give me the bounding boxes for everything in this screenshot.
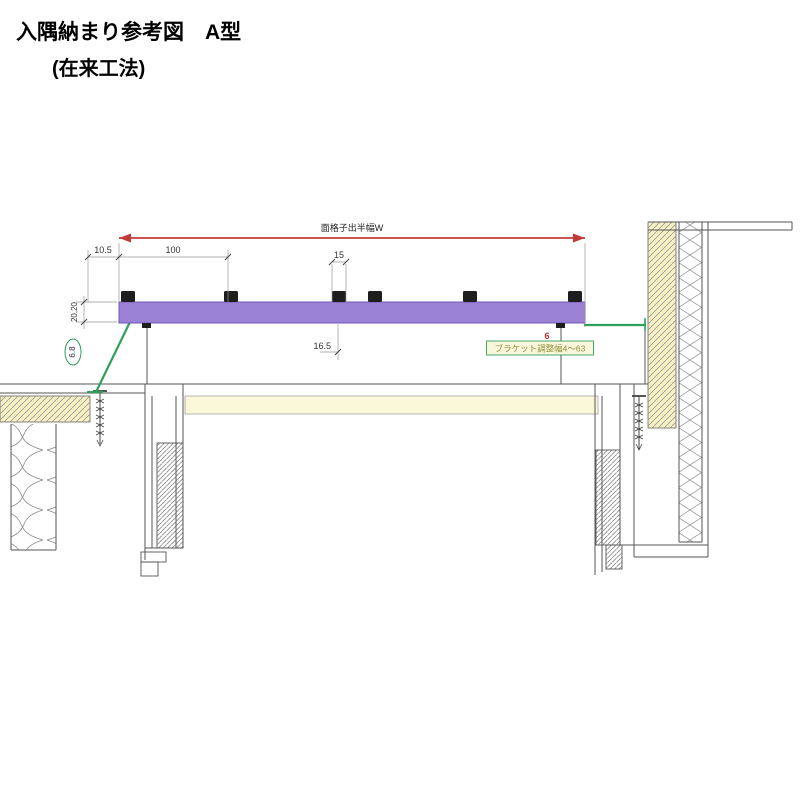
dim-16-5: 16.5 (313, 341, 331, 351)
dim-10-5: 10.5 (94, 245, 112, 255)
width-arrowhead-right-icon (573, 233, 585, 243)
clip-icon (332, 291, 346, 302)
grille-clips (121, 291, 582, 328)
right-screw (632, 395, 646, 451)
left-screw (93, 390, 107, 447)
dim-6-8: 6.8 (68, 346, 77, 358)
right-insulation (679, 222, 702, 542)
clip-icon (463, 291, 477, 302)
clip-foot (556, 323, 565, 328)
left-frame-post (156, 442, 184, 549)
extension-lines (76, 243, 586, 360)
clip-icon (568, 291, 582, 302)
clip-icon (368, 291, 382, 302)
bracket-note-box (486, 340, 594, 356)
width-arrow-label: 面格子出半幅W (321, 222, 384, 233)
dim-15: 15 (334, 250, 344, 260)
structure-lines (0, 221, 793, 575)
wall-structure (0, 221, 793, 577)
head-filler-band (184, 395, 599, 415)
left-insulation (11, 424, 56, 550)
balloon-6-8 (64, 338, 82, 366)
right-wall-column-hatch (648, 222, 676, 428)
dim-100: 100 (165, 245, 180, 255)
dimension-layer: 面格子出半幅W 10.5 100 15 20,20 16.5 6.8 (64, 222, 586, 366)
left-bracket-arm (94, 322, 131, 394)
drawing-subtitle: (在来工法) (52, 58, 146, 80)
grille-bar (118, 301, 586, 324)
right-frame-foot (605, 544, 623, 570)
dimension-ticks (80, 253, 350, 356)
drawing-title: 入隅納まり参考図 A型 (16, 21, 242, 44)
left-wall-hatch (0, 396, 90, 422)
bracket-number-label: 6 (544, 331, 549, 341)
bracket-note-label: ブラケット調整幅4～63 (495, 344, 586, 354)
clip-icon (121, 291, 135, 302)
dim-20-20: 20,20 (70, 301, 79, 322)
right-frame-post (595, 449, 621, 546)
bracket-green-parts (87, 318, 647, 394)
grille-assembly (118, 291, 586, 328)
left-trim-lower (140, 561, 159, 577)
bracket-note: ブラケット調整幅4～63 6 (486, 331, 594, 356)
clip-foot (142, 323, 151, 328)
width-arrowhead-left-icon (119, 233, 131, 243)
clip-icon (224, 291, 238, 302)
